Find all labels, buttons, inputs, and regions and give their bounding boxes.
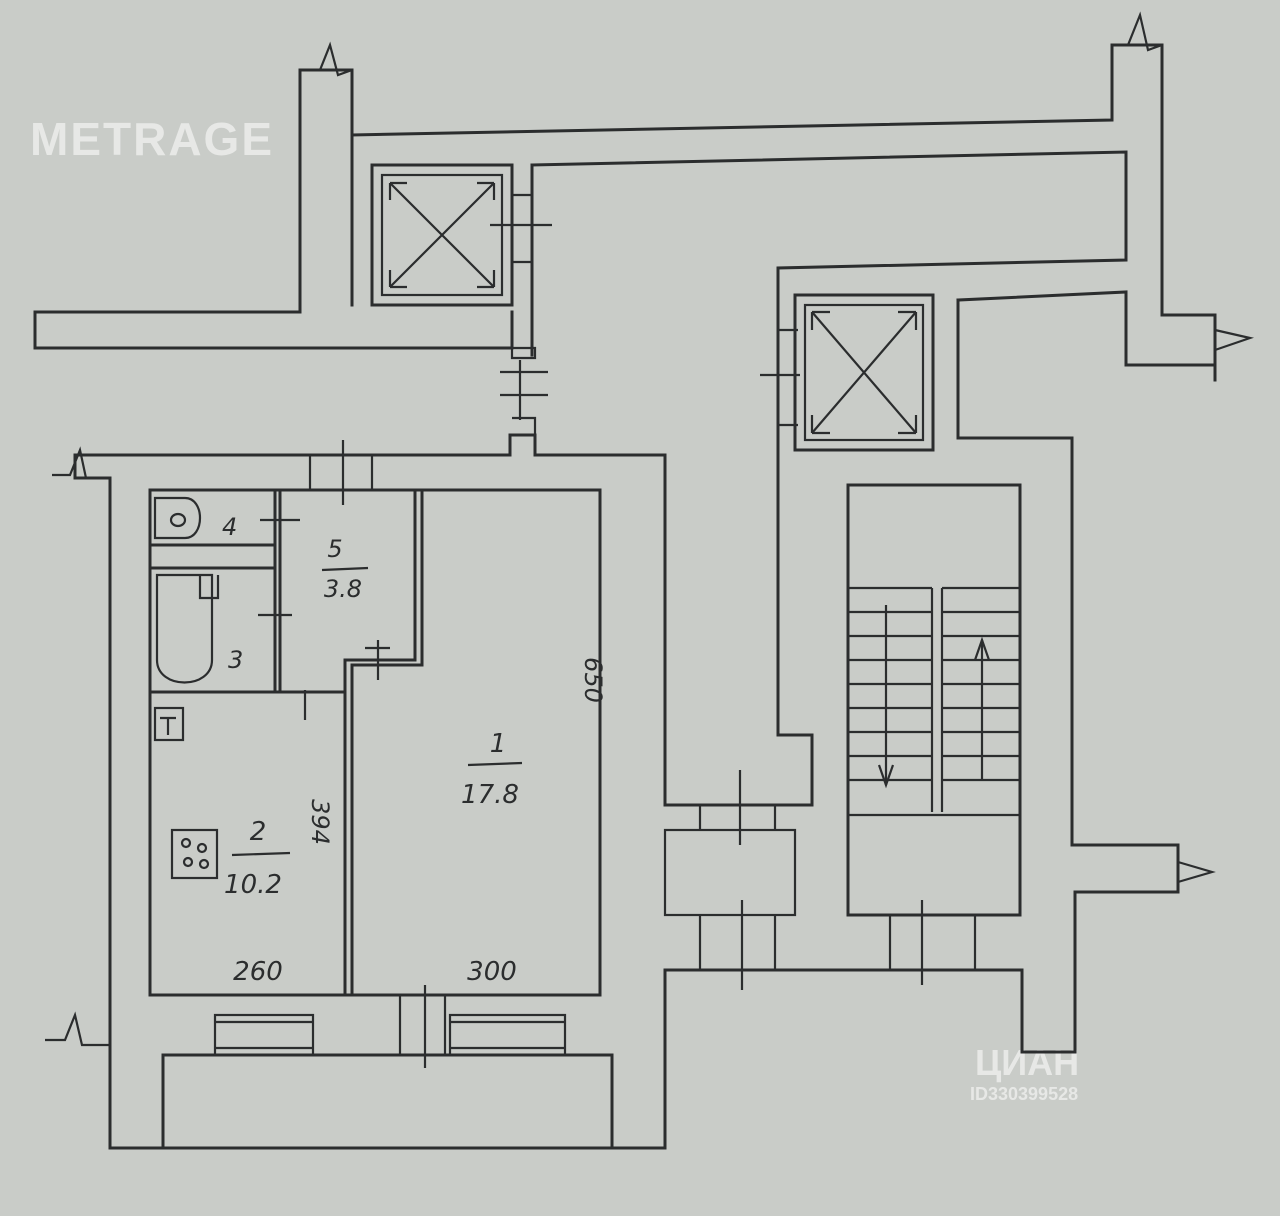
stove-icon bbox=[170, 828, 219, 880]
svg-text:3.8: 3.8 bbox=[324, 575, 362, 603]
cian-watermark: ЦИАН bbox=[975, 1042, 1079, 1083]
svg-text:4: 4 bbox=[222, 513, 237, 541]
room-3-label: 3 bbox=[228, 646, 243, 674]
svg-text:17.8: 17.8 bbox=[461, 780, 519, 810]
elevator-shaft-icon bbox=[370, 163, 514, 307]
room-2-label: 2 10.2 bbox=[224, 817, 291, 900]
metrage-watermark: METRAGE bbox=[30, 113, 274, 165]
room-2-length-dimension: 394 bbox=[306, 799, 334, 845]
svg-text:3: 3 bbox=[228, 646, 243, 674]
stair-arrow-up-icon bbox=[973, 636, 991, 780]
door-ticks bbox=[258, 193, 977, 990]
svg-text:5: 5 bbox=[327, 535, 342, 563]
toilet-icon bbox=[153, 496, 201, 540]
sink-icon bbox=[153, 706, 185, 742]
room-1-label: 1 17.8 bbox=[461, 729, 523, 810]
corridor-walls bbox=[33, 11, 1255, 1054]
apartment-walls bbox=[73, 433, 667, 1150]
cian-listing-id: ID330399528 bbox=[970, 1084, 1078, 1104]
room-1-width-dimension: 300 bbox=[467, 957, 517, 987]
svg-text:10.2: 10.2 bbox=[224, 870, 282, 900]
bathtub-icon bbox=[155, 573, 220, 684]
room-1-length-dimension: 650 bbox=[579, 657, 607, 703]
stair-arrow-down-icon bbox=[877, 605, 895, 789]
svg-text:1: 1 bbox=[490, 729, 507, 759]
staircase bbox=[846, 483, 1022, 917]
room-2-width-dimension: 260 bbox=[233, 957, 283, 987]
windows bbox=[213, 985, 567, 1068]
svg-text:2: 2 bbox=[250, 817, 267, 847]
room-4-label: 4 bbox=[222, 513, 237, 541]
elevator-shaft-icon bbox=[793, 293, 935, 452]
room-5-label: 5 3.8 bbox=[321, 535, 369, 603]
